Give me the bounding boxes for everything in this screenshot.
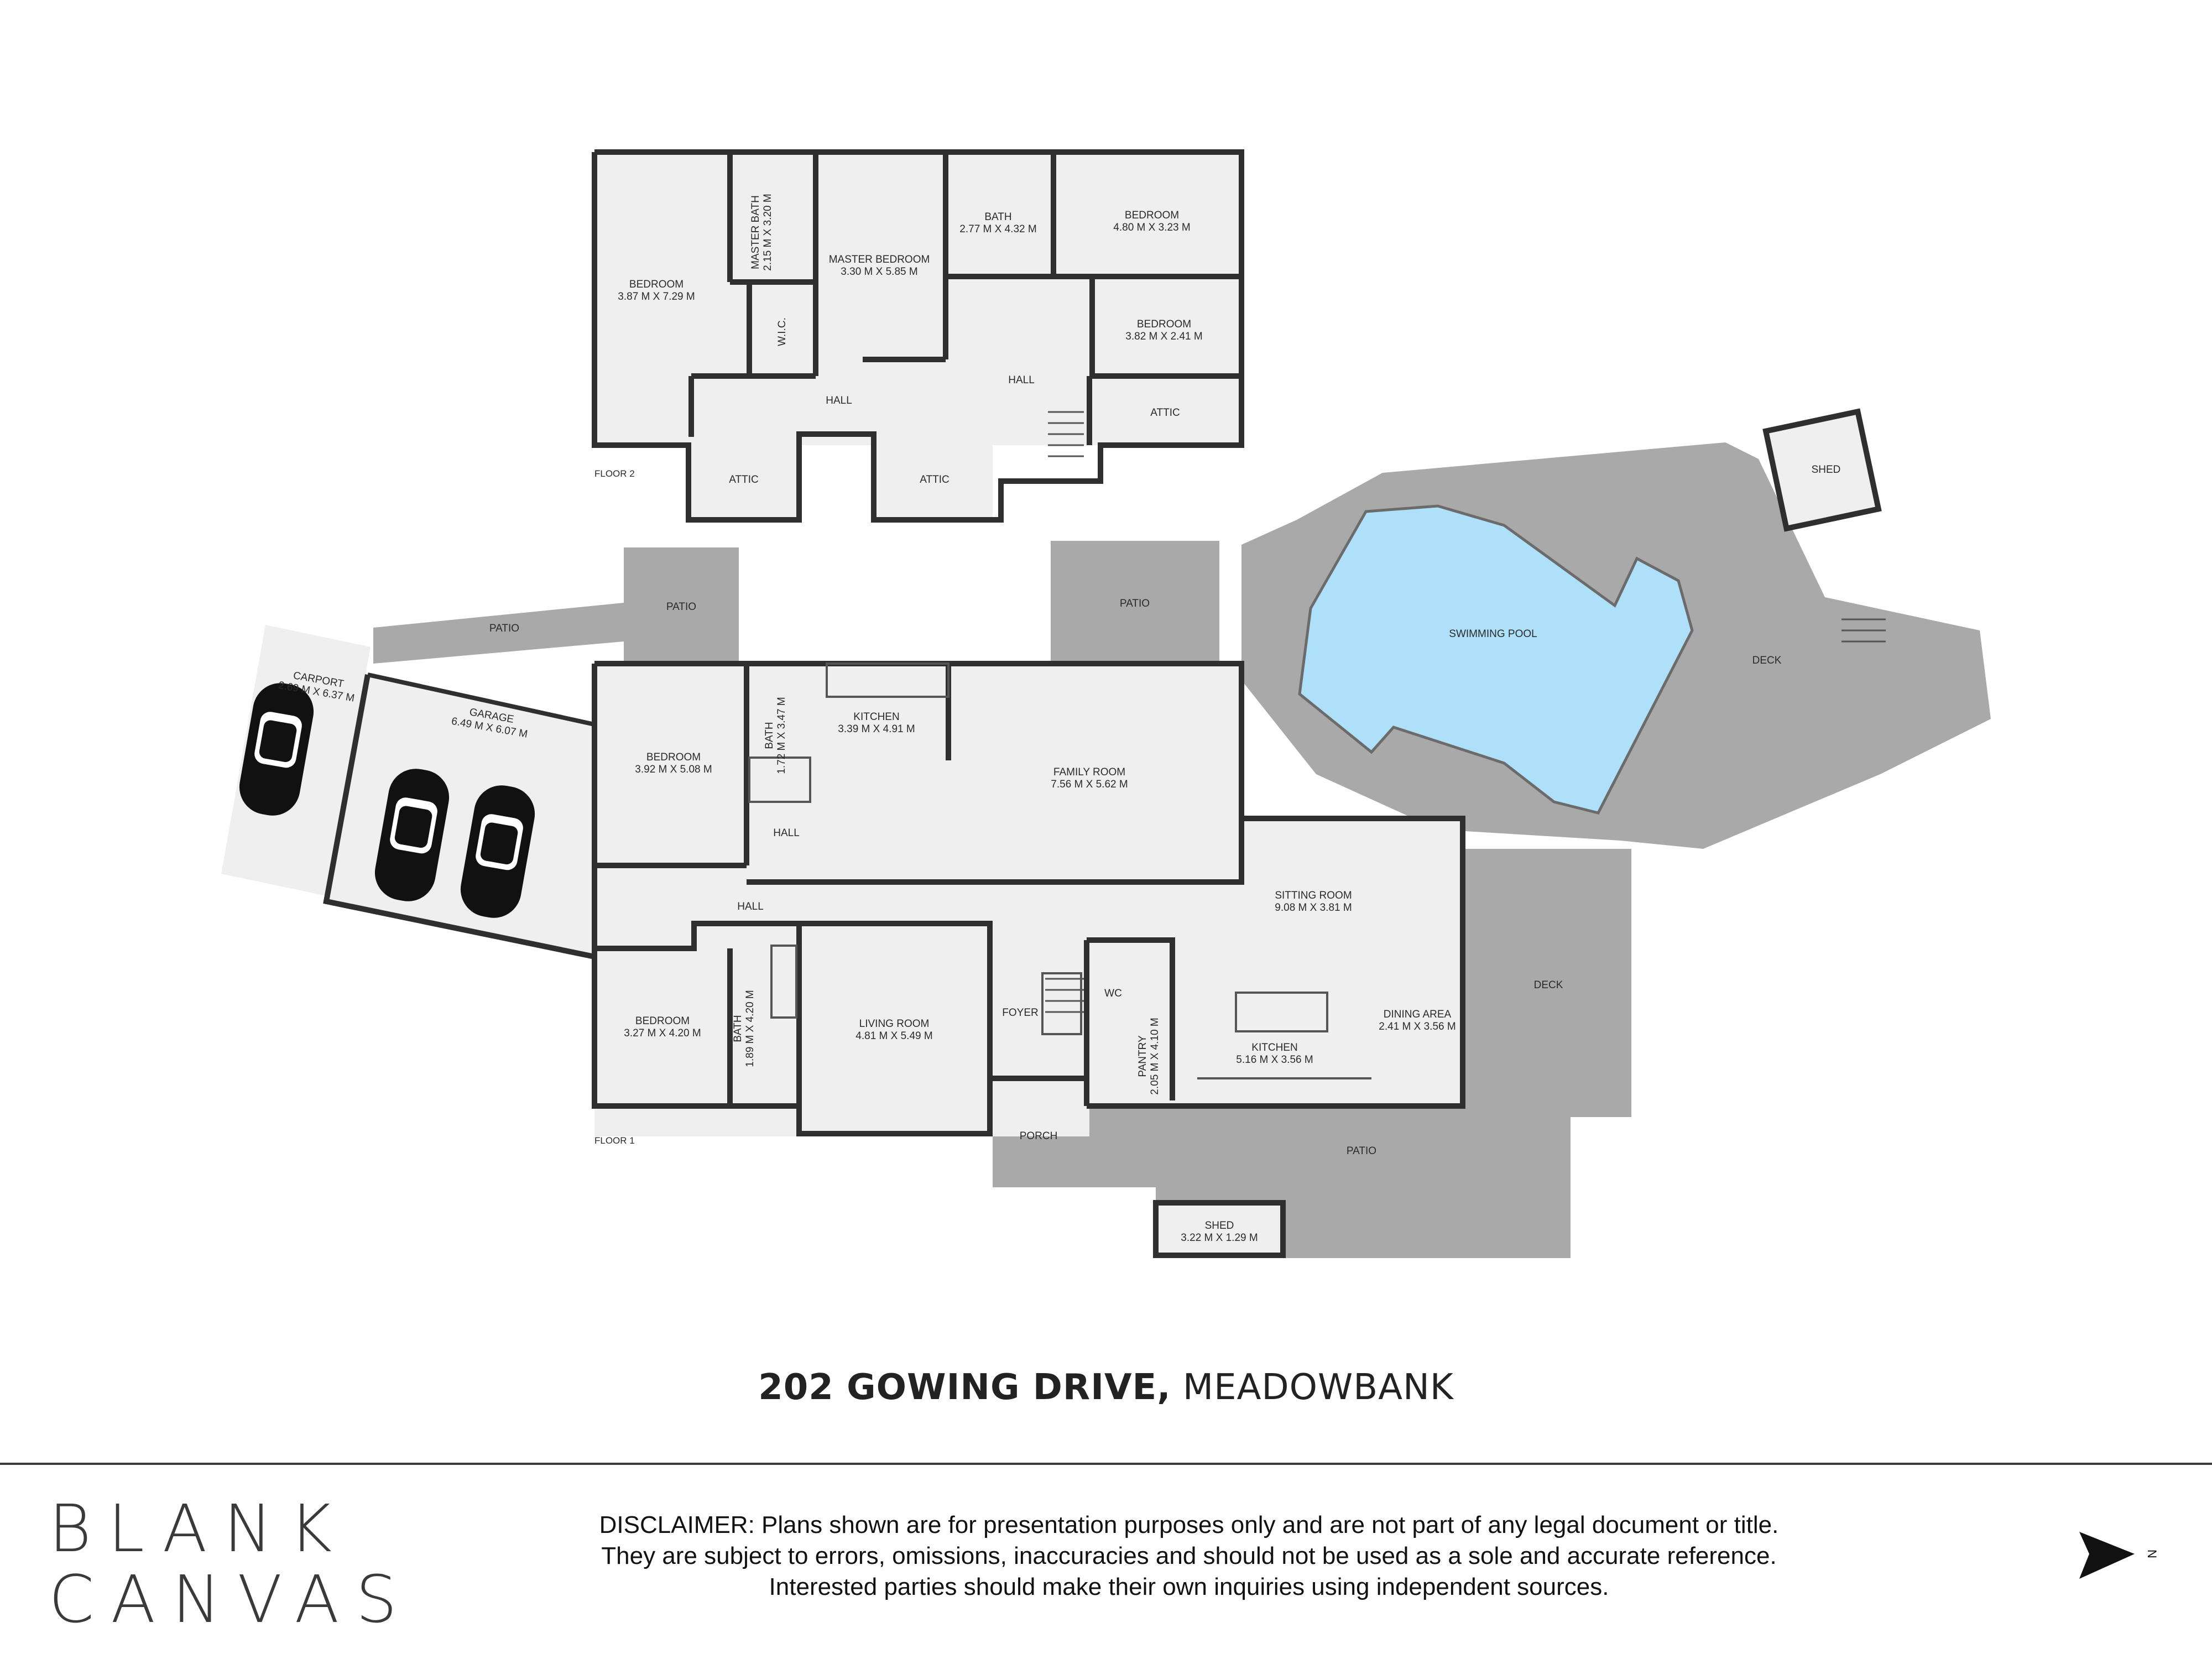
- floor2-label: FLOOR 2: [594, 468, 635, 479]
- brand-logo: BLANK CANVAS: [49, 1493, 414, 1635]
- disclaimer-line-3: Interested parties should make their own…: [769, 1573, 1609, 1600]
- room-bath-f1-bottom: BATH1.89 M X 4.20 M: [732, 990, 756, 1067]
- disclaimer-line-1: DISCLAIMER: Plans shown are for presenta…: [599, 1511, 1779, 1538]
- room-pantry: PANTRY2.05 M X 4.10 M: [1137, 1018, 1161, 1094]
- room-foyer: FOYER: [1002, 1007, 1038, 1019]
- room-bath-f1-top: BATH1.72 M X 3.47 M: [764, 697, 787, 774]
- room-patio-small: PATIO: [666, 601, 696, 613]
- compass-letter: N: [2145, 1550, 2157, 1558]
- room-wic: W.I.C.: [776, 317, 788, 346]
- room-deck-mid: DECK: [1534, 979, 1563, 991]
- room-hall-f2-right: HALL: [1008, 374, 1035, 386]
- north-arrow-icon: N: [2079, 1532, 2157, 1579]
- room-swimming-pool: SWIMMING POOL: [1449, 628, 1537, 640]
- room-hall-f1-small: HALL: [773, 827, 800, 839]
- brand-line-1: BLANK: [49, 1490, 349, 1567]
- room-wc: WC: [1104, 988, 1122, 999]
- shed-top-right: [1766, 411, 1879, 529]
- room-attic-2: ATTIC: [920, 474, 949, 486]
- room-patio-mid: PATIO: [489, 623, 519, 634]
- patio-bottom-area: [1092, 1106, 1571, 1258]
- swimming-pool: [1298, 504, 1694, 815]
- patio-small-area: [624, 547, 739, 664]
- disclaimer-line-2: They are subject to errors, omissions, i…: [601, 1542, 1777, 1569]
- room-porch: PORCH: [1020, 1130, 1058, 1142]
- property-address: 202 GOWING DRIVE, MEADOWBANK: [0, 1367, 2212, 1408]
- room-attic-r: ATTIC: [1150, 407, 1180, 419]
- room-shed-top: SHED: [1812, 464, 1841, 476]
- room-patio-bottom: PATIO: [1347, 1145, 1376, 1157]
- footer-divider: [0, 1463, 2212, 1465]
- floor1-label: FLOOR 1: [594, 1135, 635, 1146]
- room-attic-1: ATTIC: [729, 474, 758, 486]
- room-hall-f1-main: HALL: [737, 901, 764, 912]
- room-deck-right: DECK: [1752, 655, 1782, 666]
- brand-line-2: CANVAS: [49, 1561, 414, 1637]
- patio-path-area: [373, 603, 624, 664]
- disclaimer: DISCLAIMER: Plans shown are for presenta…: [509, 1510, 1869, 1603]
- deck-mid-area: [1465, 849, 1631, 1117]
- patio-top-area: [1051, 541, 1219, 664]
- room-hall-f2-left: HALL: [826, 395, 852, 406]
- room-master-bath: MASTER BATH2.15 M X 3.20 M: [750, 194, 774, 270]
- address-street: 202 GOWING DRIVE,: [758, 1367, 1171, 1408]
- address-suburb: MEADOWBANK: [1182, 1367, 1454, 1408]
- room-patio-top: PATIO: [1120, 598, 1150, 609]
